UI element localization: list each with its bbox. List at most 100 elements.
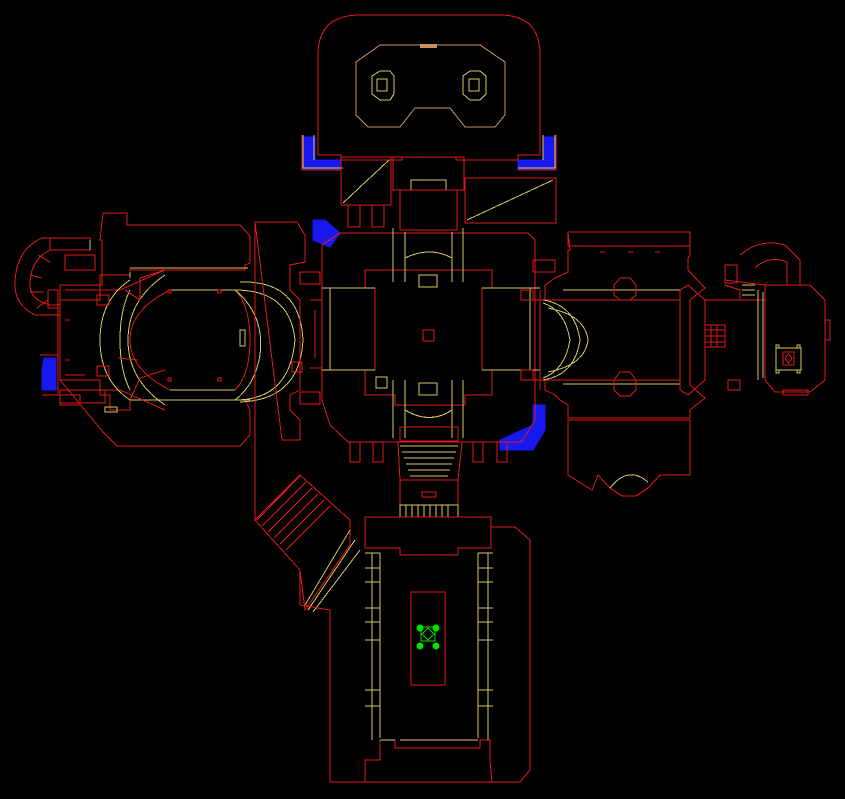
- map-line: [127, 274, 166, 406]
- map-line: [347, 204, 361, 228]
- north-room: [301, 14, 557, 171]
- map-line: [724, 264, 738, 284]
- map-line: [217, 377, 222, 382]
- map-line: [472, 441, 484, 463]
- map-line: [254, 221, 306, 441]
- map-line: [609, 474, 649, 489]
- map-line: [364, 517, 492, 556]
- map-line: [563, 289, 680, 385]
- map-line: [375, 376, 388, 389]
- map-line: [40, 354, 59, 396]
- map-line: [371, 553, 489, 740]
- map-line: [782, 351, 795, 366]
- blue-door-north-left: [301, 136, 342, 171]
- north-passages: [340, 156, 557, 231]
- map-line: [705, 279, 766, 301]
- map-line: [117, 269, 166, 401]
- map-line: [167, 377, 172, 382]
- map-line: [96, 365, 110, 377]
- map-line: [478, 552, 493, 707]
- map-line: [302, 135, 343, 169]
- far-west-ring: [14, 237, 118, 413]
- blue-door-north-right: [517, 136, 557, 171]
- southwest-stairs: [254, 474, 361, 780]
- map-line: [170, 289, 235, 391]
- map-line: [365, 552, 380, 707]
- map-line: [392, 380, 464, 438]
- map-line: [775, 369, 780, 374]
- map-line: [355, 44, 506, 128]
- east-pillar-north: [613, 277, 637, 301]
- player-dot-sw: [416, 642, 424, 650]
- map-line: [679, 284, 706, 396]
- map-line: [239, 281, 304, 403]
- map-line: [392, 156, 465, 191]
- map-line: [739, 242, 801, 285]
- map-line: [310, 299, 322, 369]
- map-line: [291, 361, 303, 373]
- map-line: [600, 251, 660, 419]
- pillar-left: [371, 70, 395, 101]
- map-line: [64, 254, 96, 271]
- map-line: [418, 274, 438, 288]
- map-line: [59, 212, 251, 301]
- map-line: [539, 231, 706, 419]
- map-line: [547, 307, 589, 373]
- map-line: [49, 237, 91, 251]
- map-line: [239, 329, 246, 347]
- map-line: [47, 289, 59, 309]
- map-line: [254, 474, 351, 612]
- map-line: [349, 441, 361, 463]
- map-line: [727, 379, 741, 391]
- map-line: [322, 287, 375, 371]
- map-line: [96, 294, 110, 306]
- map-line: [775, 344, 780, 349]
- map-line: [532, 259, 556, 273]
- southeast-room: [567, 419, 691, 497]
- map-line: [782, 389, 809, 396]
- map-line: [299, 271, 321, 285]
- map-line: [29, 254, 51, 309]
- south-entry: [397, 441, 463, 518]
- map-line: [399, 426, 459, 442]
- blue-door-west-far: [41, 357, 57, 391]
- far-east-room: [705, 242, 831, 396]
- map-line: [418, 382, 438, 396]
- blue-door-hub-se: [499, 404, 546, 451]
- map-line: [496, 441, 508, 463]
- map-line: [518, 135, 556, 169]
- map-line: [520, 289, 534, 301]
- central-hub: [321, 228, 556, 463]
- locked-door-markers: [41, 136, 557, 451]
- player-marker: [416, 624, 440, 650]
- map-line: [364, 269, 493, 406]
- map-line: [392, 228, 464, 282]
- north-room-lamp: [420, 44, 437, 48]
- map-line: [405, 505, 449, 517]
- map-line: [705, 325, 725, 347]
- map-line: [321, 232, 536, 443]
- map-line: [421, 491, 437, 498]
- player-dot-ne: [432, 624, 440, 632]
- map-line: [65, 299, 85, 376]
- exit-switch-icon: [775, 344, 802, 374]
- map-line: [299, 604, 331, 780]
- map-line: [399, 480, 459, 505]
- map-line: [329, 516, 531, 783]
- map-line: [796, 344, 801, 349]
- map-line: [468, 78, 480, 92]
- map-line: [364, 739, 493, 783]
- player-arrow-icon: [421, 627, 435, 641]
- map-line: [399, 189, 458, 231]
- map-line: [129, 267, 248, 278]
- map-line: [784, 353, 793, 364]
- map-line: [167, 289, 172, 294]
- map-line: [764, 284, 826, 393]
- map-line: [464, 177, 557, 224]
- map-line: [59, 394, 81, 406]
- south-hall: [329, 516, 531, 783]
- player-dot-se: [432, 642, 440, 650]
- map-line: [422, 329, 435, 342]
- map-line: [119, 289, 131, 391]
